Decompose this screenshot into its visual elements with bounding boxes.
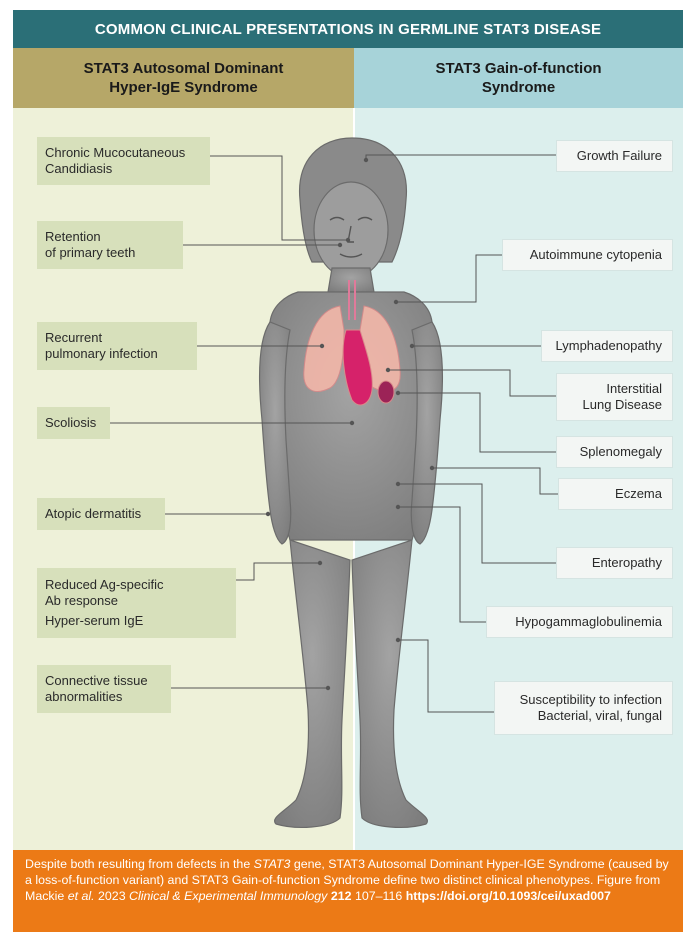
label-eczema: Eczema [558, 478, 673, 510]
caption-journal: Clinical & Experimental Immunology [129, 889, 327, 903]
label-hypogammaglobulinemia: Hypogammaglobulinemia [486, 606, 673, 638]
label-growth-failure: Growth Failure [556, 140, 673, 172]
spleen [378, 381, 394, 403]
right-arm [411, 322, 442, 544]
label-enteropathy: Enteropathy [556, 547, 673, 579]
label-atopic-dermatitis: Atopic dermatitis [37, 498, 165, 530]
label-lymphadenopathy: Lymphadenopathy [541, 330, 673, 362]
torso [268, 292, 434, 540]
right-leg [352, 540, 427, 827]
caption-gene-name: STAT3 [254, 857, 291, 871]
left-arm [260, 322, 291, 544]
label-autoimmune-cytopenia: Autoimmune cytopenia [502, 239, 673, 271]
left-leg [275, 540, 350, 827]
neck [328, 268, 374, 292]
label-scoliosis: Scoliosis [37, 407, 110, 439]
face [314, 182, 388, 278]
figure-caption: Despite both resulting from defects in t… [13, 850, 683, 932]
label-splenomegaly: Splenomegaly [556, 436, 673, 468]
label-reduced-ab-response-hyper-ige: Reduced Ag-specific Ab response Hyper-se… [37, 568, 236, 638]
doi-link[interactable]: https://doi.org/10.1093/cei/uxad007 [406, 889, 611, 903]
